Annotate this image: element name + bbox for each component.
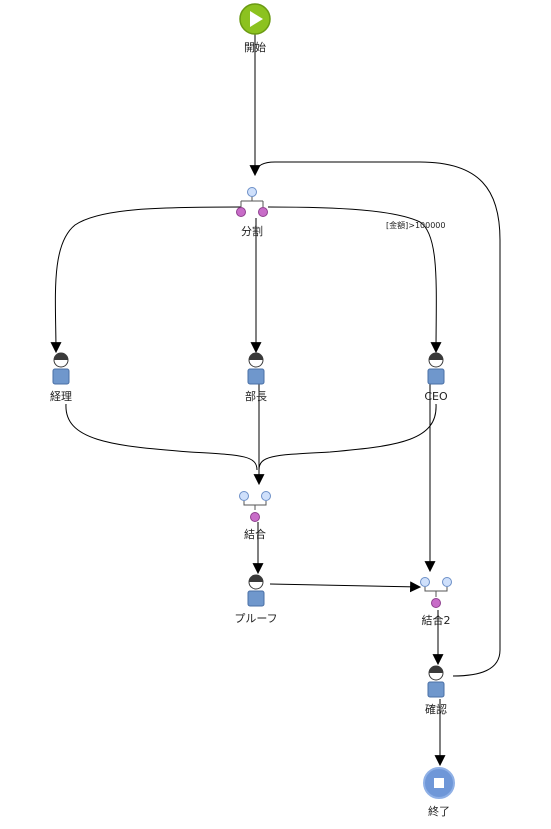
edge-ceo-to-join: [258, 403, 437, 471]
join-gateway-icon: [239, 491, 271, 522]
ceo-label: CEO: [424, 390, 448, 403]
split-label: 分割: [241, 224, 263, 238]
person-icon: [247, 574, 265, 607]
manager-node[interactable]: 経理: [50, 352, 72, 403]
join-gateway-icon: [420, 577, 452, 608]
end-node[interactable]: 終了: [423, 767, 455, 818]
edge-condition-label: [金額]>100000: [386, 220, 445, 230]
manager-label: 経理: [50, 390, 72, 403]
join2-gateway[interactable]: 結合2: [420, 577, 452, 628]
dept-head-node[interactable]: 部長: [245, 352, 267, 403]
join-gateway[interactable]: 結合: [239, 491, 271, 542]
start-node[interactable]: 開始: [239, 3, 271, 54]
edge-confirm-loop-to-split: [255, 161, 501, 677]
edge-proof-to-join2: [269, 581, 422, 593]
ceo-node[interactable]: CEO: [424, 352, 448, 403]
proof-node[interactable]: プルーフ: [234, 574, 278, 625]
split-gateway-icon: [236, 187, 268, 217]
edges: [金額]>100000: [50, 34, 501, 767]
play-icon: [250, 11, 263, 27]
person-icon: [427, 352, 445, 385]
confirm-label: 確認: [425, 702, 447, 716]
edge-split-to-manager: [50, 206, 242, 354]
join2-label: 結合2: [422, 613, 451, 627]
split-gateway[interactable]: 分割: [236, 187, 268, 239]
end-label: 終了: [428, 804, 450, 818]
start-label: 開始: [244, 40, 266, 54]
confirm-node[interactable]: 確認: [425, 665, 447, 716]
person-icon: [247, 352, 265, 385]
proof-label: プルーフ: [234, 612, 277, 625]
edge-manager-to-join: [65, 403, 258, 471]
person-icon: [52, 352, 70, 385]
edge-split-to-ceo: [267, 206, 442, 354]
stop-icon: [434, 778, 444, 788]
dept-head-label: 部長: [245, 389, 267, 403]
join-label: 結合: [244, 527, 266, 541]
person-icon: [427, 665, 445, 698]
